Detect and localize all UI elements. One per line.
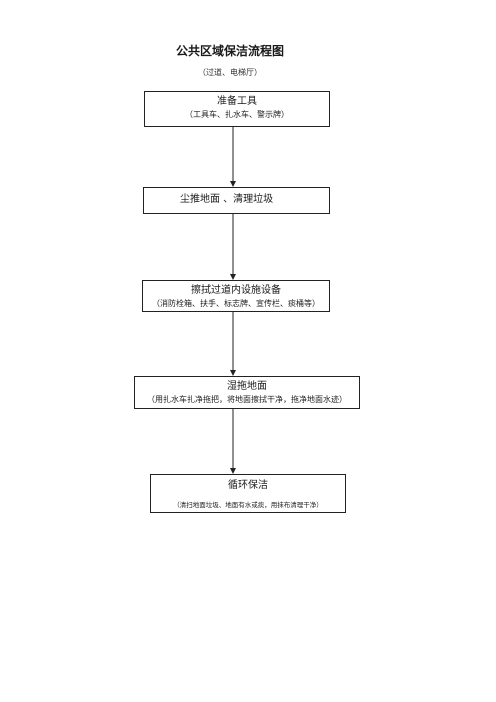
step-label: 准备工具 [217, 96, 257, 107]
step-wipe-facilities: 擦拭过道内设施设备 （消防栓箱、扶手、标志牌、宣传栏、痰桶等） [142, 280, 330, 312]
step-detail: （清扫地面垃圾、地面有水或痰，用抹布清理干净） [173, 501, 323, 509]
step-label: 湿拖地面 [227, 381, 267, 392]
step-label: 循环保洁 [228, 480, 268, 491]
flowchart-title: 公共区域保洁流程图 [175, 44, 284, 58]
flowchart-subtitle: （过道、电梯厅） [198, 68, 262, 77]
step-detail: （工具车、扎水车、警示牌） [185, 110, 289, 119]
step-cyclic-cleaning: 循环保洁 （清扫地面垃圾、地面有水或痰，用抹布清理干净） [150, 474, 346, 513]
step-detail: （消防栓箱、扶手、标志牌、宣传栏、痰桶等） [152, 299, 320, 308]
step-wet-mop-floor: 湿拖地面 （用扎水车扎净拖把，将地面擦拭干净，拖净地面水迹） [134, 376, 360, 409]
step-detail: （用扎水车扎净拖把，将地面擦拭干净，拖净地面水迹） [147, 395, 347, 404]
step-label: 尘推地面 、清理垃圾 [180, 194, 274, 205]
step-dust-mop-floor: 尘推地面 、清理垃圾 [143, 187, 330, 214]
step-prepare-tools: 准备工具 （工具车、扎水车、警示牌） [144, 91, 330, 127]
step-label: 擦拭过道内设施设备 [191, 285, 281, 296]
